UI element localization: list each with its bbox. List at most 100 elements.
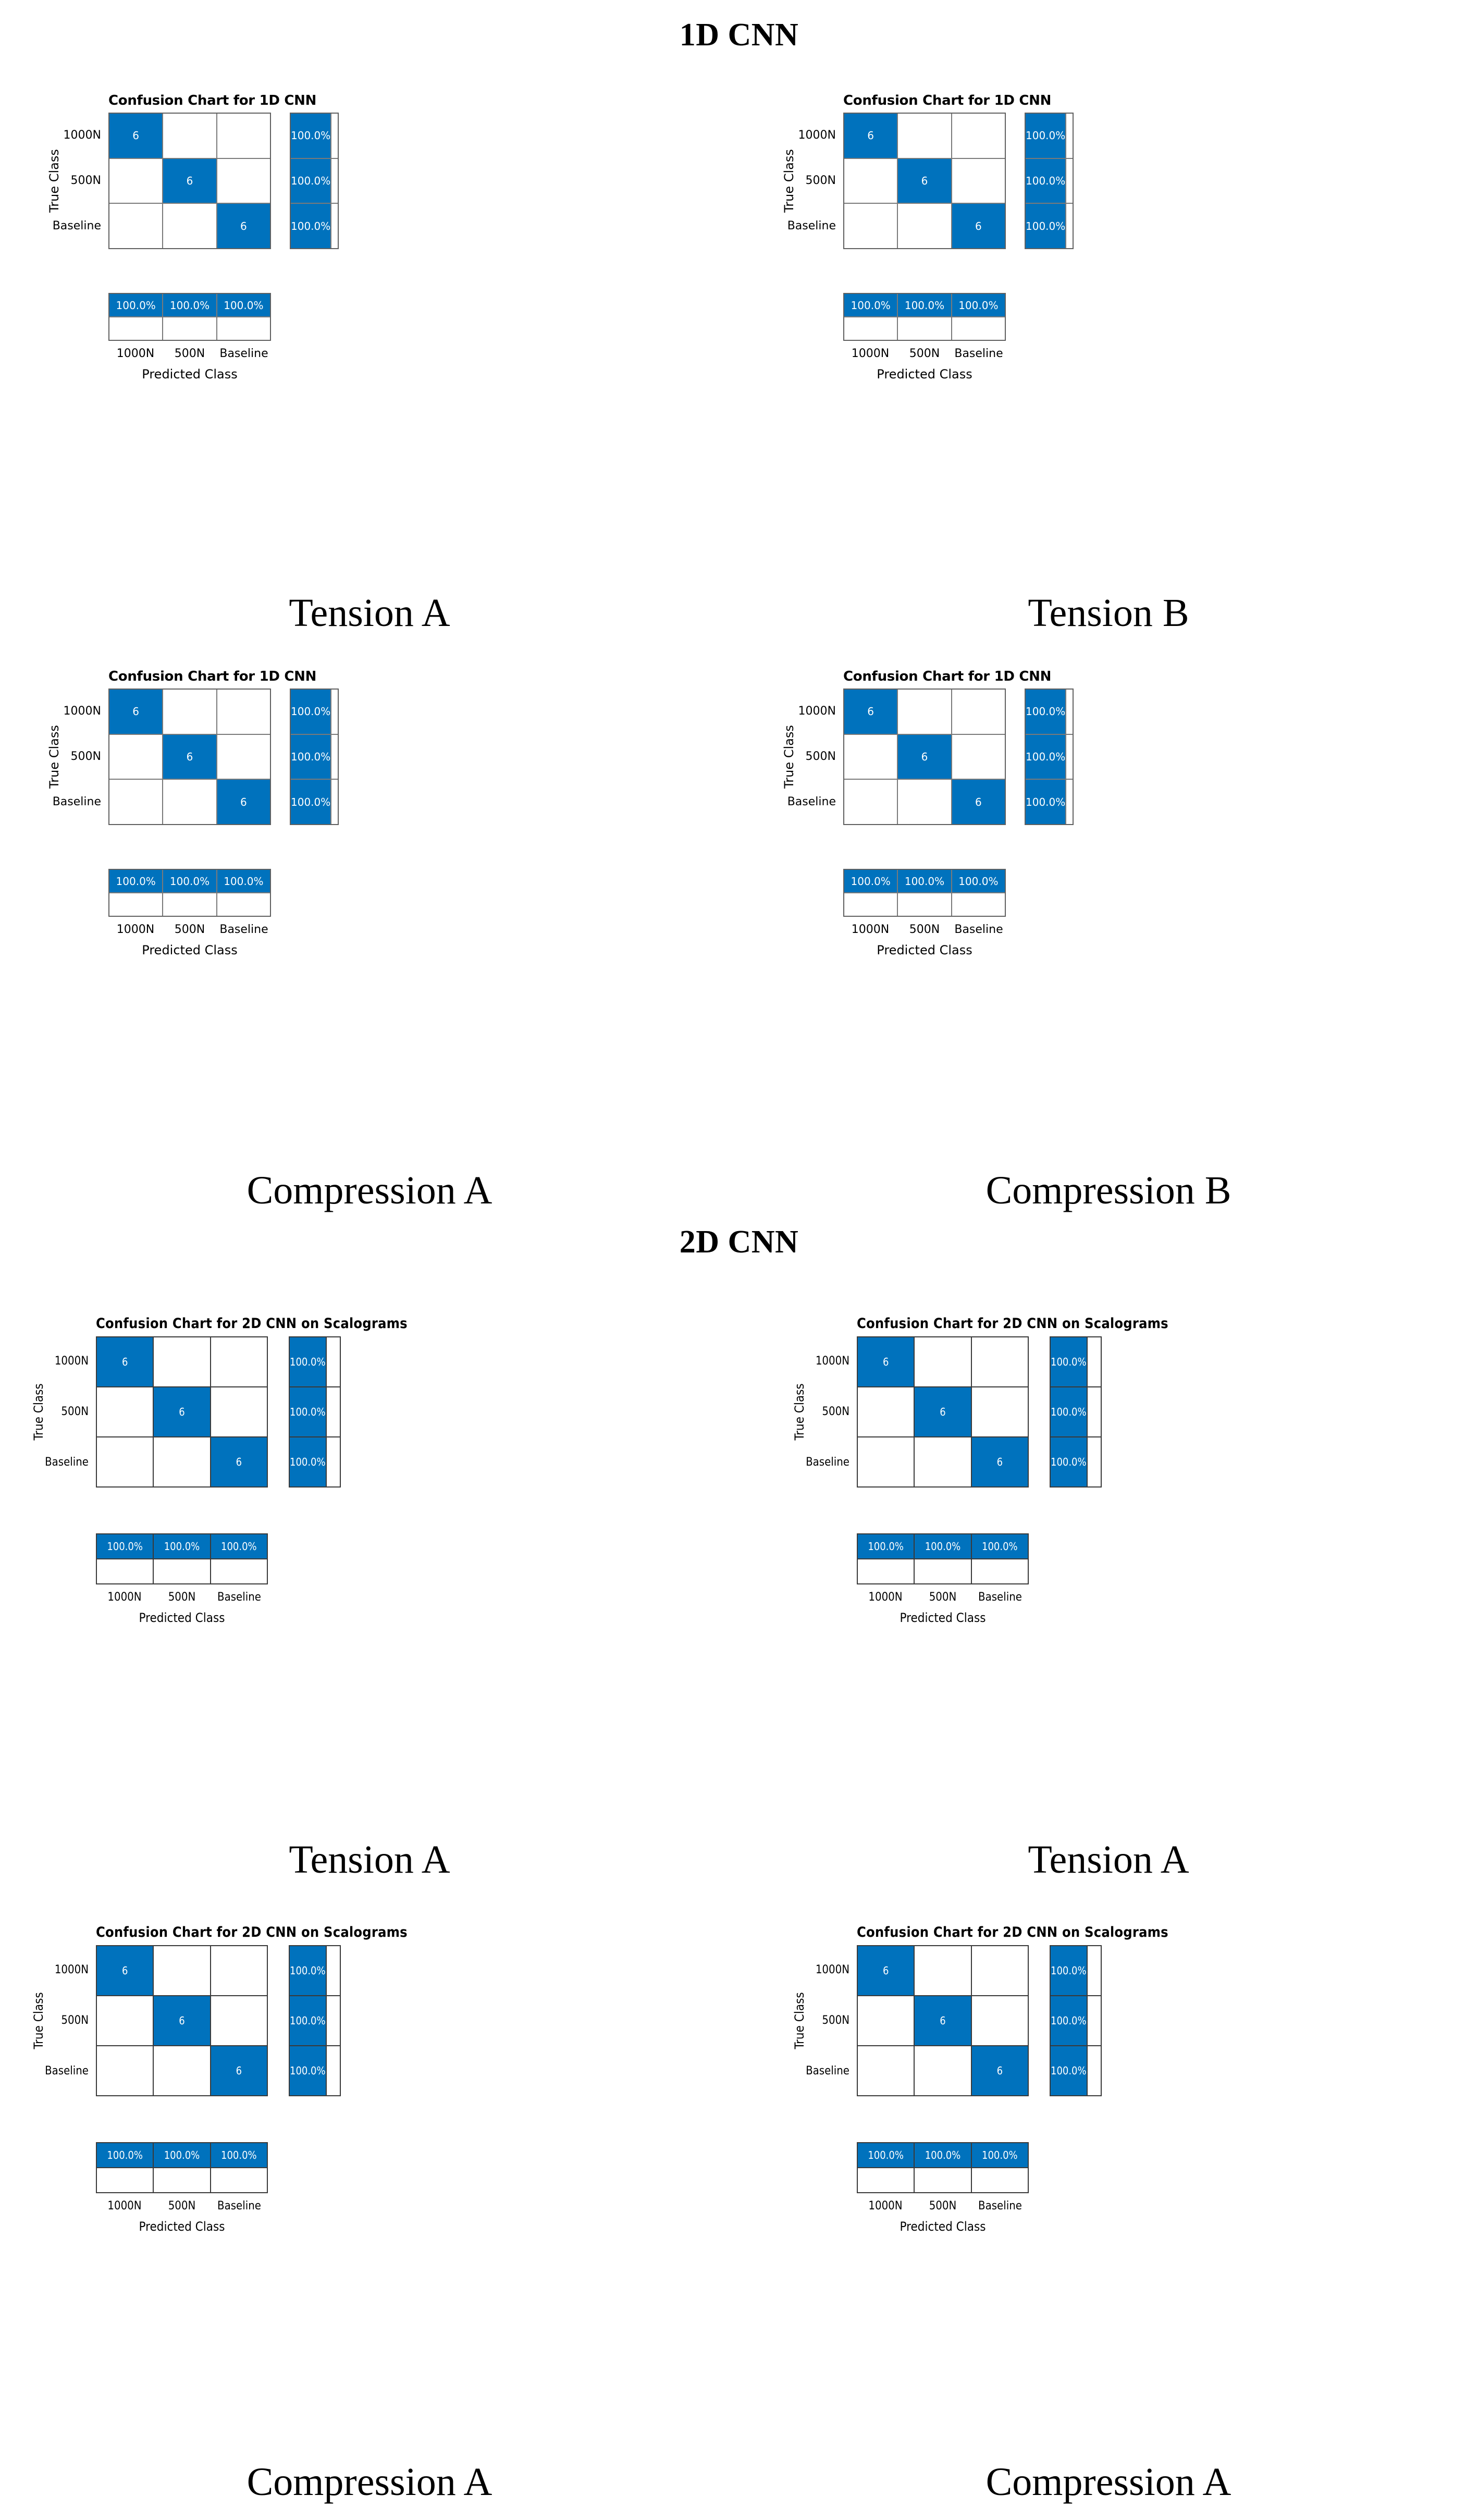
row-summary-cell: 100.0% [1051, 1437, 1087, 1486]
matrix-cell: 6 [898, 734, 951, 779]
cell-value: 6 [867, 705, 875, 718]
cell-value: 100.0% [224, 875, 264, 888]
row-summary-cell [1066, 158, 1073, 203]
true-class-tick-label: 1000N [815, 1963, 849, 1977]
row-summary-cell [326, 1996, 340, 2045]
matrix-cell [109, 734, 163, 779]
x-axis-label: Predicted Class [877, 367, 972, 382]
matrix-cell: 6 [97, 1946, 153, 1995]
predicted-class-tick-label: 500N [929, 1591, 957, 1604]
matrix-cell: 6 [211, 1437, 267, 1486]
row-summary-cell [1087, 1996, 1101, 2045]
matrix-cell [163, 114, 216, 158]
matrix-cell: 6 [844, 690, 897, 734]
row-summary-cell: 100.0% [1026, 114, 1066, 158]
row-summary-cell [331, 158, 338, 203]
x-axis-label: Predicted Class [139, 1611, 225, 1625]
x-axis-label: Predicted Class [142, 367, 238, 382]
column-summary-cell [211, 2168, 267, 2192]
row-summary-column: 100.0%100.0%100.0% [290, 689, 339, 825]
matrix-cell [844, 158, 897, 203]
column-summary-cell: 100.0% [915, 1534, 971, 1558]
row-summary-cell: 100.0% [1026, 158, 1066, 203]
cell-value: 100.0% [116, 299, 156, 312]
cell-value: 100.0% [290, 2014, 326, 2027]
row-summary-cell [1066, 690, 1073, 734]
matrix-cell [858, 1437, 914, 1486]
matrix-cell [211, 1337, 267, 1386]
chart-title: Confusion Chart for 1D CNN [843, 669, 1052, 684]
true-class-tick-label: Baseline [787, 795, 836, 809]
section-heading-2d-cnn: 2D CNN [679, 1224, 799, 1260]
x-axis-label: Predicted Class [877, 943, 972, 957]
matrix-cell: 6 [898, 158, 951, 203]
predicted-class-tick-label: Baseline [219, 347, 268, 360]
row-summary-cell [1087, 1946, 1101, 1995]
row-summary-cell [1087, 1437, 1101, 1486]
column-summary-cell [915, 2168, 971, 2192]
figure-caption: Compression A [247, 1169, 492, 1212]
matrix-cell: 6 [844, 114, 897, 158]
column-summary-cell: 100.0% [858, 1534, 914, 1558]
row-summary-cell: 100.0% [291, 204, 331, 248]
cell-value: 100.0% [169, 299, 210, 312]
predicted-class-tick-label: Baseline [217, 2199, 261, 2212]
column-summary-cell [163, 893, 216, 916]
y-axis-label: True Class [792, 1383, 807, 1441]
row-summary-column: 100.0%100.0%100.0% [1050, 1336, 1102, 1488]
cell-value: 6 [179, 2014, 185, 2027]
cell-value: 100.0% [1026, 129, 1066, 142]
matrix-cell: 6 [915, 1387, 971, 1436]
row-summary-cell: 100.0% [290, 1337, 326, 1386]
figure-caption: Tension A [1028, 1838, 1189, 1882]
column-summary-cell: 100.0% [154, 1534, 210, 1558]
matrix-cell: 6 [97, 1337, 153, 1386]
matrix-cell [952, 114, 1005, 158]
cell-value: 6 [921, 174, 928, 187]
cell-value: 100.0% [868, 2149, 904, 2161]
row-summary-cell [326, 1337, 340, 1386]
column-summary-row: 100.0%100.0%100.0% [843, 293, 1006, 341]
column-summary-row: 100.0%100.0%100.0% [857, 2142, 1029, 2193]
matrix-cell [109, 158, 163, 203]
matrix-cell: 6 [163, 734, 216, 779]
matrix-cell: 6 [154, 1387, 210, 1436]
matrix-cell [97, 1437, 153, 1486]
true-class-tick-label: Baseline [787, 219, 836, 233]
chart-title: Confusion Chart for 2D CNN on Scalograms [857, 1924, 1168, 1940]
true-class-tick-label: 1000N [815, 1355, 849, 1368]
x-axis-label: Predicted Class [900, 1611, 986, 1625]
row-summary-cell: 100.0% [290, 1996, 326, 2045]
cell-value: 100.0% [1026, 174, 1066, 187]
predicted-class-tick-label: 1000N [851, 923, 890, 936]
cell-value: 6 [186, 750, 193, 763]
matrix-cell [898, 780, 951, 824]
matrix-cell [97, 1387, 153, 1436]
x-axis-label: Predicted Class [139, 2219, 225, 2234]
cell-value: 100.0% [291, 705, 331, 718]
true-class-tick-label: 500N [822, 2014, 849, 2027]
matrix-cell: 6 [163, 158, 216, 203]
cell-value: 100.0% [1051, 2014, 1087, 2027]
figure-caption: Compression B [986, 1169, 1231, 1212]
cell-value: 6 [940, 2014, 946, 2027]
matrix-cell [217, 114, 270, 158]
column-summary-cell: 100.0% [97, 1534, 153, 1558]
matrix-cell [154, 1946, 210, 1995]
matrix-cell [971, 1996, 1028, 2045]
x-axis-label: Predicted Class [142, 943, 238, 957]
matrix-cell: 6 [109, 114, 163, 158]
column-summary-cell: 100.0% [858, 2143, 914, 2167]
cell-value: 100.0% [1051, 1406, 1087, 1418]
row-summary-cell [326, 1387, 340, 1436]
cell-value: 100.0% [982, 2149, 1018, 2161]
predicted-class-tick-label: 500N [909, 347, 940, 360]
column-summary-cell: 100.0% [109, 870, 163, 892]
cell-value: 100.0% [1051, 1456, 1087, 1468]
column-summary-cell: 100.0% [163, 870, 216, 892]
predicted-class-tick-label: Baseline [978, 1591, 1022, 1604]
column-summary-cell [898, 893, 951, 916]
row-summary-cell: 100.0% [291, 158, 331, 203]
